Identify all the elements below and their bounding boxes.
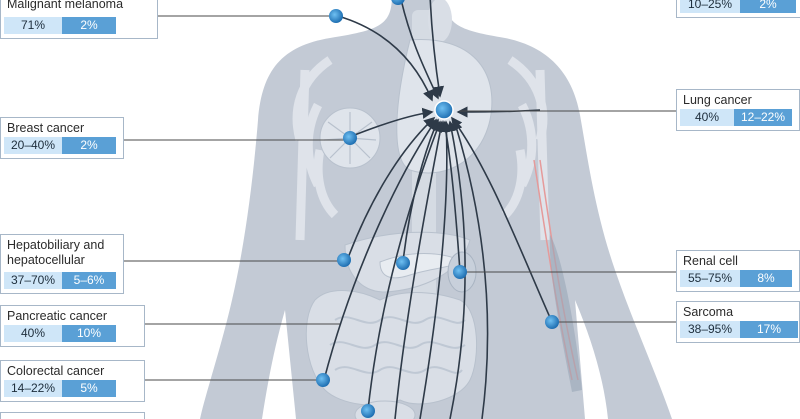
value-col1: 40% [4,325,62,342]
value-col2: 2% [62,17,116,34]
cancer-name: Breast cancer [7,121,85,135]
value-col2: 5–6% [62,272,116,289]
tumor-liver [337,253,351,267]
value-col1: 40% [680,109,734,126]
trachea [428,0,452,42]
label-bottom-left [0,412,145,419]
label-top-right: 10–25% 2% [676,0,800,18]
value-col1: 71% [4,17,62,34]
label-pancreatic-cancer: Pancreatic cancer 40% 10% [0,305,145,347]
tumor-brain [434,100,454,120]
tumor-pelvis [361,404,375,418]
value-col1: 37–70% [4,272,62,289]
label-hepatobiliary: Hepatobiliary and hepatocellular 37–70% … [0,234,124,294]
cancer-name: Renal cell [683,254,738,268]
label-colorectal-cancer: Colorectal cancer 14–22% 5% [0,360,145,402]
value-col1: 55–75% [680,270,740,287]
value-col2: 12–22% [734,109,792,126]
leader-lines [124,15,676,381]
value-col2: 8% [740,270,792,287]
tumor-breast [343,131,357,145]
forearm-muscle [549,235,582,392]
value-col2: 5% [62,380,116,397]
label-renal-cell: Renal cell 55–75% 8% [676,250,800,292]
tumor-top [391,0,405,5]
label-sarcoma: Sarcoma 38–95% 17% [676,301,800,343]
cancer-name: Sarcoma [683,305,734,319]
value-col2: 17% [740,321,798,338]
value-col2: 2% [740,0,796,13]
value-col1: 38–95% [680,321,740,338]
value-col2: 10% [62,325,116,342]
value-col1: 20–40% [4,137,62,154]
value-col1: 10–25% [680,0,740,13]
cancer-name: Lung cancer [683,93,752,107]
cancer-name: Malignant melanoma [7,0,124,11]
tumor-skin [329,9,343,23]
cancer-name: Hepatobiliary and [7,238,105,252]
bowel-loops [329,316,466,374]
cancer-name-line2: hepatocellular [7,253,85,267]
label-breast-cancer: Breast cancer 20–40% 2% [0,117,124,159]
tumor-kidney [453,265,467,279]
label-lung-cancer: Lung cancer 40% 12–22% [676,89,800,131]
ribcage [292,56,550,241]
label-malignant-melanoma: Malignant melanoma 71% 2% [0,0,158,39]
cancer-name: Colorectal cancer [7,364,105,378]
tumor-pancreas [396,256,410,270]
tumor-arm [545,315,559,329]
value-col1: 14–22% [4,380,62,397]
tumor-colon [316,373,330,387]
value-col2: 2% [62,137,116,154]
intestines [305,290,478,406]
tumor-sites [316,0,559,418]
cancer-name: Pancreatic cancer [7,309,108,323]
